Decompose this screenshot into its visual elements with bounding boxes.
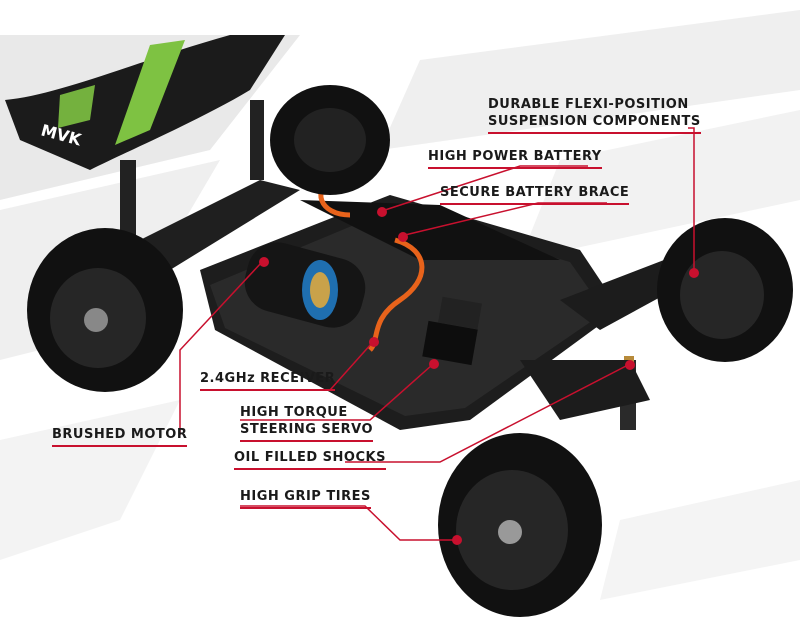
marker-brace — [398, 232, 408, 242]
battery-pack — [300, 200, 560, 260]
rear-right-shock — [250, 100, 264, 180]
motor — [244, 242, 366, 328]
marker-shocks — [625, 360, 635, 370]
callout-grip-tires: HIGH GRIP TIRES — [240, 489, 371, 509]
wheel-front-right — [657, 218, 793, 362]
receiver-box — [422, 320, 478, 366]
callout-oil-shocks: OIL FILLED SHOCKS — [234, 450, 386, 470]
callout-brushed-motor: BRUSHED MOTOR — [52, 427, 188, 447]
wheel-rear-left — [27, 228, 183, 392]
rear-wing: MVK — [5, 35, 285, 170]
callout-servo-line1: HIGH TORQUE — [240, 405, 348, 420]
wheel-rear-right — [270, 85, 390, 195]
marker-suspension — [689, 268, 699, 278]
callout-battery-brace: SECURE BATTERY BRACE — [440, 185, 630, 205]
callout-flexi-line1: DURABLE FLEXI-POSITION — [488, 97, 689, 112]
callout-flexi-line2: SUSPENSION COMPONENTS — [488, 114, 701, 129]
marker-tires — [452, 535, 462, 545]
callout-flexi-suspension: DURABLE FLEXI-POSITION SUSPENSION COMPON… — [488, 96, 701, 134]
marker-servo — [429, 359, 439, 369]
marker-receiver — [369, 337, 379, 347]
callout-receiver: 2.4GHz RECEIVER — [200, 371, 336, 391]
callout-steering-servo: HIGH TORQUE STEERING SERVO — [240, 404, 374, 442]
wheel-front-left — [438, 433, 602, 617]
callout-battery: HIGH POWER BATTERY — [428, 149, 602, 169]
rear-left-shock — [120, 160, 136, 240]
callout-servo-line2: STEERING SERVO — [240, 422, 374, 437]
marker-battery — [377, 207, 387, 217]
marker-motor — [259, 257, 269, 267]
